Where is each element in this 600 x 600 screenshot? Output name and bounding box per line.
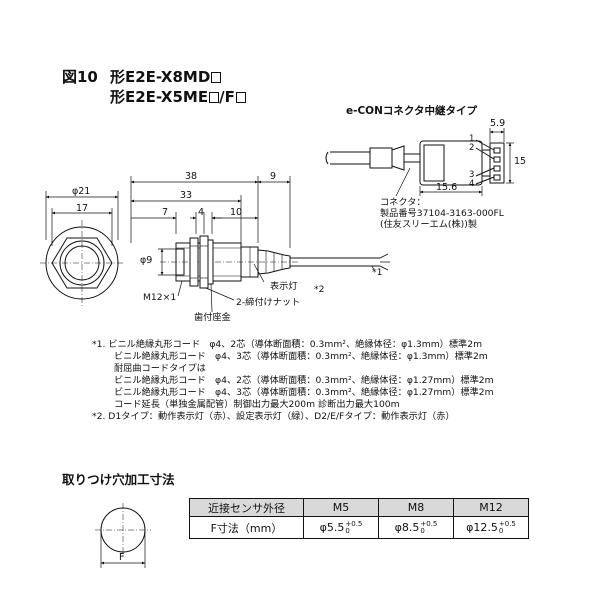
nut-label: 2-締付けナット xyxy=(236,297,301,308)
note-line-1: *1. ビニル絶縁丸形コード φ4、2芯（導体断面積：0.3mm²、絶縁体径：φ… xyxy=(92,339,483,350)
front-view-drawing xyxy=(40,191,124,306)
table-header-cell: M5 xyxy=(303,498,379,517)
econ-connector-label: コネクタ： xyxy=(380,197,426,208)
dim-total: 38 xyxy=(185,171,198,182)
econ-dim-side: 15 xyxy=(514,156,527,167)
mounting-hole-drawing xyxy=(95,503,151,568)
dim-dia: φ9 xyxy=(140,255,153,266)
indicator-label: 表示灯 xyxy=(270,281,298,292)
front-dia-outer: φ21 xyxy=(72,186,91,197)
econ-dim-top: 5.9 xyxy=(490,118,506,129)
note-line-6: コード延長（単独金属配管）制御出力最大200m 診断出力最大100m xyxy=(114,399,400,410)
note-line-7: *2. D1タイプ：動作表示灯（赤）、設定表示灯（緑）、D2/E/Fタイプ：動作… xyxy=(92,411,455,422)
table-header-row: 近接センサ外径 M5 M8 M12 xyxy=(189,498,529,517)
econ-dim-bottom: 15.6 xyxy=(436,182,458,193)
note1-mark: *1 xyxy=(372,267,383,278)
placeholder-box-icon xyxy=(209,92,220,103)
mounting-heading: 取りつけ穴加工寸法 xyxy=(62,472,175,487)
placeholder-box-icon xyxy=(235,92,246,103)
dim-cable: 9 xyxy=(270,171,277,182)
econ-pin-4: 4 xyxy=(469,179,475,189)
note-line-5: ビニル絶縁丸形コード φ4、3芯（導体断面積：0.3mm²、絶縁体径：φ1.27… xyxy=(114,387,494,398)
table-header-cell: 近接センサ外径 xyxy=(189,498,304,517)
dim-b: 4 xyxy=(198,207,205,218)
econ-pin-1: 1 xyxy=(469,134,475,144)
note-line-3: 耐屈曲コードタイプは xyxy=(114,363,206,374)
thread-label: M12×1 xyxy=(143,292,177,303)
econ-maker: (住友スリーエム(株))製 xyxy=(380,219,478,230)
washer-label: 歯付座金 xyxy=(194,312,231,323)
econ-connector-drawing xyxy=(325,128,514,197)
dim-c: 10 xyxy=(230,207,243,218)
econ-part-number: 製品番号37104-3163-000FL xyxy=(380,208,504,219)
figure-label: 図10 xyxy=(62,68,98,86)
table-row-label: F寸法（mm） xyxy=(189,516,304,539)
note2-mark: *2 xyxy=(314,284,325,295)
front-dia-inner: 17 xyxy=(76,203,89,214)
econ-title: e-CONコネクタ中継タイプ xyxy=(346,105,477,117)
figure-title-line1: 形E2E-X8MD xyxy=(110,70,222,85)
table-header-cell: M8 xyxy=(378,498,454,517)
side-view-drawing xyxy=(130,176,390,313)
note-line-4: ビニル絶縁丸形コード φ4、2芯（導体断面積：0.3mm²、絶縁体径：φ1.27… xyxy=(114,375,494,386)
dim-body: 33 xyxy=(180,190,193,201)
hole-label: F xyxy=(119,552,125,563)
econ-pin-3: 3 xyxy=(469,170,475,180)
note-line-2: ビニル絶縁丸形コード φ4、3芯（導体断面積：0.3mm²、絶縁体径：φ1.3m… xyxy=(114,351,488,362)
figure-title-line2: 形E2E-X5ME/F xyxy=(110,90,246,105)
table-header-cell: M12 xyxy=(453,498,529,517)
dim-a: 7 xyxy=(162,207,169,218)
econ-pin-2: 2 xyxy=(469,143,475,153)
placeholder-box-icon xyxy=(211,72,222,83)
